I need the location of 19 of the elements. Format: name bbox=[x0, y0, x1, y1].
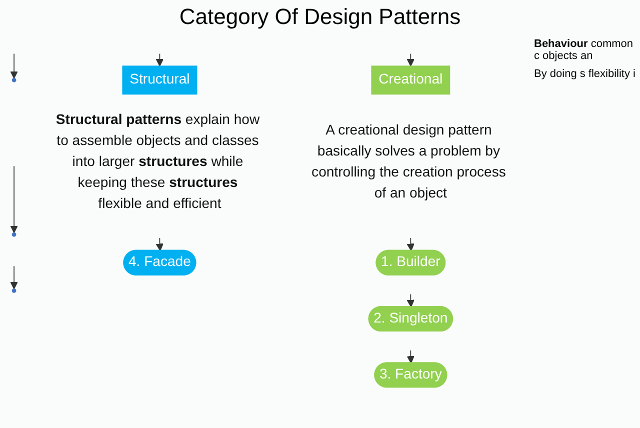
node-box: Creational bbox=[371, 66, 450, 95]
node-box: Structural bbox=[122, 66, 198, 95]
diagram-title: Category Of Design Patterns bbox=[178, 4, 462, 30]
arrow bbox=[406, 53, 415, 66]
arrow bbox=[156, 53, 164, 66]
arrow bbox=[406, 350, 414, 364]
arrow bbox=[10, 53, 18, 79]
note-text: By doing s flexibility i bbox=[534, 68, 636, 80]
node-label: A creational design pattern basically solves a problem by controlling the creation process of an object bbox=[312, 123, 506, 202]
arrow bbox=[10, 166, 18, 234]
node-circle bbox=[12, 232, 16, 237]
arrow bbox=[406, 238, 414, 252]
node-label: Structural patterns explain how to assemble objects and classes into larger structures while keeping these structures flexible and efficient bbox=[56, 112, 260, 212]
note-text: Behaviour common c objects an bbox=[534, 38, 634, 62]
node-circle bbox=[12, 78, 16, 82]
arrow bbox=[10, 266, 18, 290]
arrow bbox=[156, 238, 164, 252]
node-circle bbox=[12, 288, 16, 293]
arrow bbox=[406, 294, 414, 308]
